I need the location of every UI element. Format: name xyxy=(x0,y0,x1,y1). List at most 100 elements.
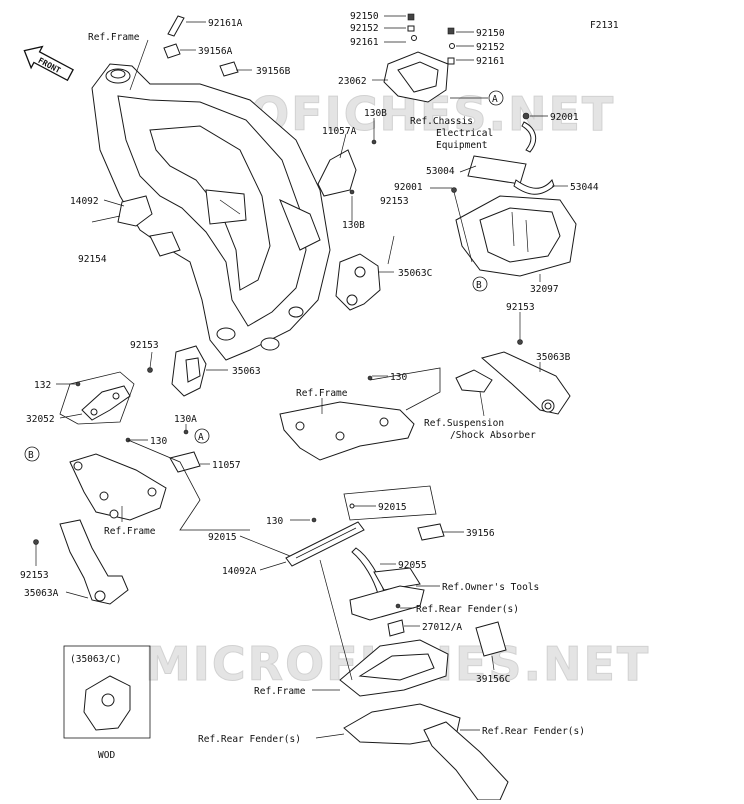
pad-53004 xyxy=(467,155,527,185)
label-ref-chassis-3: Equipment xyxy=(436,140,487,151)
label-92015-a: 92015 xyxy=(208,532,237,543)
label-ref-chassis-1: Ref.Chassis xyxy=(410,116,473,127)
label-92015-b: 92015 xyxy=(378,502,407,513)
label-92153-a: 92153 xyxy=(380,196,409,207)
label-39156A: 39156A xyxy=(198,46,233,57)
label-ref-rear-fender-1: Ref.Rear Fender(s) xyxy=(416,604,519,615)
rivet-130-mid xyxy=(311,517,317,523)
label-ref-rear-fender-2: Ref.Rear Fender(s) xyxy=(198,734,301,745)
pad-39156C xyxy=(475,621,507,657)
strip-14092A xyxy=(285,521,365,567)
hook-92001 xyxy=(521,121,537,153)
label-ref-owner-tools: Ref.Owner's Tools xyxy=(442,582,539,593)
label-130-b: 130 xyxy=(150,436,167,447)
tool-bag xyxy=(349,585,425,621)
callout-a-top-label: A xyxy=(492,94,498,105)
label-92001-a: 92001 xyxy=(550,112,579,123)
label-92150-a: 92150 xyxy=(350,11,379,22)
label-32097: 32097 xyxy=(530,284,559,295)
callout-a-bottom xyxy=(194,428,210,444)
pin-92161A xyxy=(167,15,185,37)
label-ref-frame-mid: Ref.Frame xyxy=(296,388,348,399)
label-39156: 39156 xyxy=(466,528,495,539)
battery-case-32097 xyxy=(455,195,577,277)
label-130B-a: 130B xyxy=(364,108,387,119)
label-92001-b: 92001 xyxy=(394,182,423,193)
label-130A: 130A xyxy=(174,414,197,425)
footrest-35063A xyxy=(59,519,129,605)
bracket-23062 xyxy=(383,13,455,103)
label-53004: 53004 xyxy=(426,166,455,177)
label-92152-b: 92152 xyxy=(476,42,505,53)
clip-92015-a xyxy=(349,503,355,509)
cap-39156A xyxy=(163,43,181,59)
label-92153-b: 92153 xyxy=(506,302,535,313)
label-35063: 35063 xyxy=(232,366,261,377)
label-ref-susp-2: /Shock Absorber xyxy=(450,430,536,441)
label-32052: 32052 xyxy=(26,414,55,425)
holder-35063 xyxy=(171,345,207,397)
cover-14092 xyxy=(117,195,153,227)
label-53044: 53044 xyxy=(570,182,599,193)
leader-lines xyxy=(35,15,568,739)
rear-frame xyxy=(319,559,449,697)
bolt-92001-mid xyxy=(451,187,457,193)
label-92161A: 92161A xyxy=(208,18,243,29)
label-132: 132 xyxy=(34,380,51,391)
label-ref-frame-top: Ref.Frame xyxy=(88,32,140,43)
label-11057A: 11057A xyxy=(322,126,357,137)
label-ref-chassis-2: Electrical xyxy=(436,128,493,139)
bolt-92153-d xyxy=(33,539,39,545)
label-39156B: 39156B xyxy=(256,66,291,77)
callout-b-top xyxy=(472,276,488,292)
part-27012A xyxy=(387,619,405,637)
label-14092: 14092 xyxy=(70,196,99,207)
label-130-c: 130 xyxy=(266,516,283,527)
label-ref-susp-1: Ref.Suspension xyxy=(424,418,504,429)
bolt-92153-b xyxy=(517,339,523,345)
label-92153-c: 92153 xyxy=(130,340,159,351)
pad-39156 xyxy=(417,523,445,541)
callout-b-bottom xyxy=(24,446,40,462)
part-labels: 92161A Ref.Frame 39156A 39156B 92150 921… xyxy=(20,11,599,745)
bracket-11057A xyxy=(317,149,357,197)
strap-53044 xyxy=(513,178,555,195)
rivet-130B-top xyxy=(371,139,377,145)
bolt-92001-top xyxy=(522,112,530,120)
bolt-92153-c xyxy=(147,367,153,373)
inset-caption: WOD xyxy=(98,750,115,761)
label-92161-b: 92161 xyxy=(476,56,505,67)
left-plate xyxy=(69,453,167,521)
label-130-a: 130 xyxy=(390,372,407,383)
label-35063C: 35063C xyxy=(398,268,432,279)
inset-box xyxy=(63,645,151,739)
rivet-130A xyxy=(183,429,189,435)
callout-b-top-label: B xyxy=(476,280,482,291)
callout-b-bottom-label: B xyxy=(28,450,34,461)
label-92150-b: 92150 xyxy=(476,28,505,39)
label-27012A: 27012/A xyxy=(422,622,462,633)
center-plate xyxy=(279,401,415,461)
rivet-130B-bottom xyxy=(349,189,355,195)
main-frame xyxy=(91,63,331,361)
label-ref-frame-left: Ref.Frame xyxy=(104,526,156,537)
step-bracket-35063C xyxy=(335,253,381,311)
label-ref-rear-fender-3: Ref.Rear Fender(s) xyxy=(482,726,585,737)
label-92154: 92154 xyxy=(78,254,107,265)
label-ref-frame-bottom: Ref.Frame xyxy=(254,686,306,697)
clip-rear-fender xyxy=(395,603,401,609)
figure-code: F2131 xyxy=(590,20,619,31)
label-92161-a: 92161 xyxy=(350,37,379,48)
label-35063A: 35063A xyxy=(24,588,59,599)
label-92153-d: 92153 xyxy=(20,570,49,581)
inset-title: (35063/C) xyxy=(70,654,121,665)
bracket-11057 xyxy=(169,451,201,473)
owners-tools xyxy=(373,567,421,591)
footrest-bracket-35063B xyxy=(455,351,571,415)
callout-a-bottom-label: A xyxy=(198,432,204,443)
label-92055: 92055 xyxy=(398,560,427,571)
cap-39156B xyxy=(219,61,239,77)
label-35063B: 35063B xyxy=(536,352,571,363)
